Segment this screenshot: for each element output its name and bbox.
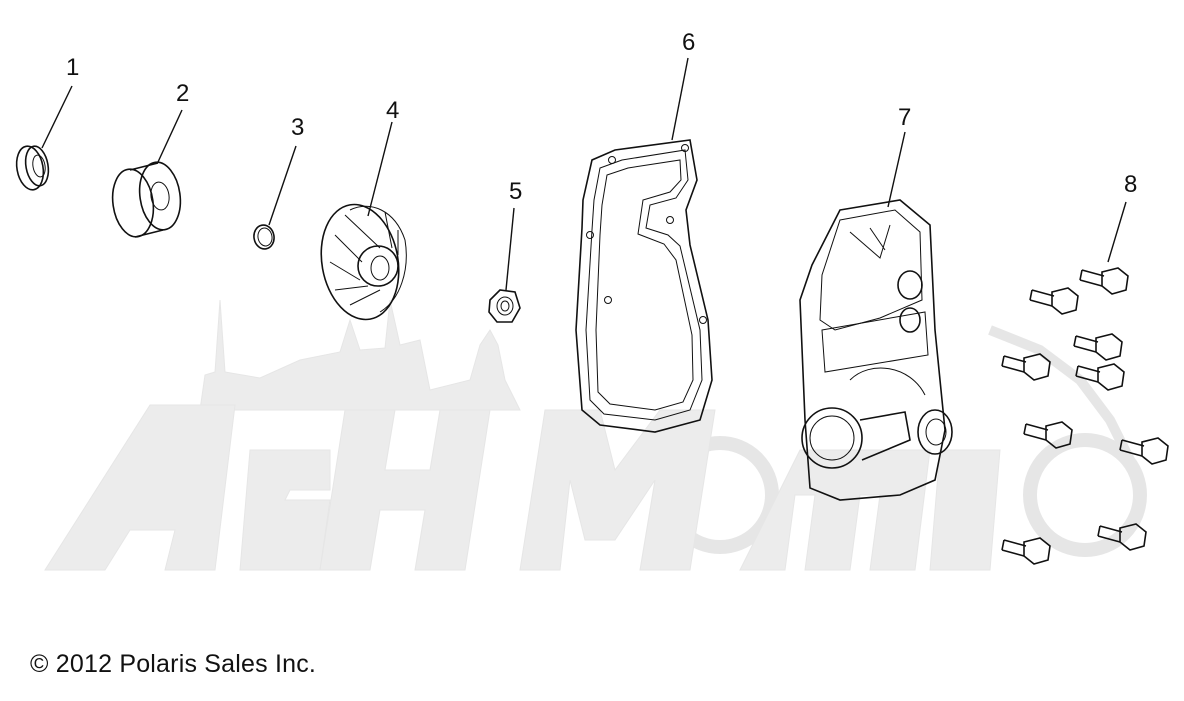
leader-6 xyxy=(671,57,689,141)
leader-7 xyxy=(887,131,906,208)
impeller-part xyxy=(320,203,407,321)
nut-part xyxy=(488,289,521,323)
callout-2: 2 xyxy=(176,80,189,107)
callout-7: 7 xyxy=(898,104,911,131)
callout-6: 6 xyxy=(682,29,695,56)
bolt xyxy=(1023,421,1073,449)
watermark-logo xyxy=(44,299,1147,571)
bolt-part xyxy=(1001,267,1169,565)
leader-5 xyxy=(505,207,515,291)
bolt xyxy=(1001,353,1051,381)
bolt xyxy=(1075,363,1125,391)
bolt xyxy=(1029,287,1079,315)
leader-8 xyxy=(1107,201,1127,263)
callout-4: 4 xyxy=(386,97,399,124)
bolt xyxy=(1097,523,1147,551)
callout-8: 8 xyxy=(1124,171,1137,198)
leader-1 xyxy=(41,85,73,149)
bolt xyxy=(1001,537,1051,565)
seal-part xyxy=(15,145,50,191)
water-pump-cover-part xyxy=(799,199,953,501)
callout-1: 1 xyxy=(66,54,79,81)
bearing-part xyxy=(111,161,182,238)
copyright-text: © 2012 Polaris Sales Inc. xyxy=(30,650,317,678)
leader-3 xyxy=(268,145,297,226)
leader-2 xyxy=(157,109,183,163)
bolt xyxy=(1119,437,1169,465)
gasket-part xyxy=(575,139,713,433)
callout-3: 3 xyxy=(291,114,304,141)
bolt xyxy=(1079,267,1129,295)
leader-4 xyxy=(367,121,393,217)
callout-5: 5 xyxy=(509,178,522,205)
o-ring-part xyxy=(253,224,275,250)
bolt xyxy=(1073,333,1123,361)
